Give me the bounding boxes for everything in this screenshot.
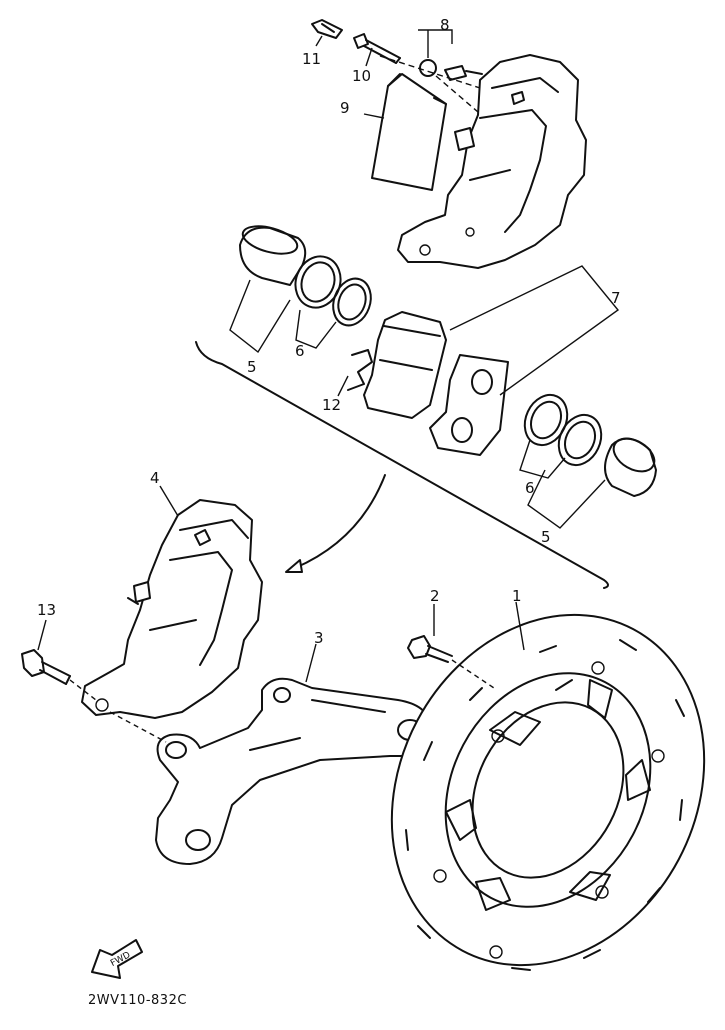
seals-left: [294, 255, 372, 327]
brake-disc: [390, 613, 706, 971]
caliper-bracket: [155, 677, 431, 865]
callout-5-left: 5: [247, 358, 257, 376]
callout-5-right: 5: [541, 528, 551, 546]
pad-pin: [353, 33, 401, 64]
drawing-code: 2WV110-832C: [88, 993, 187, 1008]
pad-spring: [347, 349, 373, 391]
callout-9: 9: [340, 99, 350, 117]
disc-bolt: [407, 635, 453, 663]
pin-clip: [311, 19, 343, 39]
callout-4: 4: [150, 469, 160, 487]
callout-8: 8: [440, 16, 450, 34]
brake-pad-lower: [363, 311, 447, 419]
fwd-label: FWD: [109, 950, 132, 969]
brake-pad-upper: [371, 73, 447, 191]
callout-10: 10: [352, 67, 371, 85]
bolt-13: [21, 649, 71, 685]
callout-6-left: 6: [295, 342, 305, 360]
seals-right: [523, 393, 603, 467]
callout-2: 2: [430, 587, 440, 605]
callout-11: 11: [302, 50, 321, 68]
callout-6-right: 6: [525, 479, 535, 497]
callout-3: 3: [314, 629, 324, 647]
callout-1: 1: [512, 587, 522, 605]
callout-13: 13: [37, 601, 56, 619]
caliper-lower: [81, 499, 263, 719]
callout-12: 12: [322, 396, 341, 414]
piston-left: [239, 225, 307, 286]
callout-7: 7: [611, 289, 621, 307]
fwd-badge: FWD: [91, 939, 143, 979]
pad-shim: [429, 354, 509, 456]
piston-right: [604, 437, 657, 497]
